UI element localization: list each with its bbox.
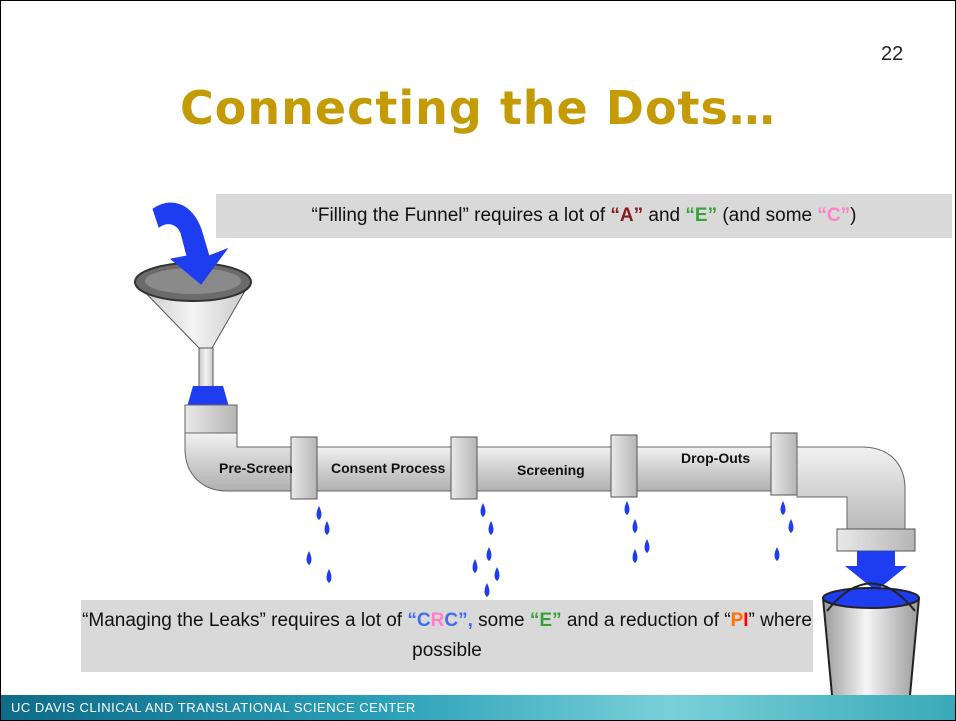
pipe-couplings	[290, 432, 798, 500]
slide-title: Connecting the Dots…	[180, 81, 776, 135]
leaks-caption-quote-open: “	[407, 610, 417, 631]
leaks-caption-text: “Managing the Leaks” requires a lot of	[82, 610, 408, 631]
leaks-caption-some: some	[472, 610, 530, 631]
leak-drops	[306, 501, 794, 597]
stage-label-screening: Screening	[517, 462, 585, 478]
pour-arrow-icon	[152, 202, 229, 285]
leak-drop-group-3	[624, 501, 650, 563]
outflow-arrow-icon	[845, 551, 907, 591]
leak-drop-group-1	[306, 506, 332, 583]
leaks-caption-end: ” where possible	[412, 610, 812, 661]
leaks-caption: “Managing the Leaks” requires a lot of “…	[81, 600, 813, 672]
leak-drop-group-4	[774, 501, 794, 561]
leaks-caption-e: “E”	[529, 610, 562, 631]
leak-drop-group-2	[472, 503, 500, 597]
stage-label-pre-screen: Pre-Screen	[219, 460, 293, 476]
leaks-caption-c2: C	[444, 610, 459, 631]
stage-label-drop-outs: Drop-Outs	[681, 450, 750, 466]
leaks-caption-c1: C	[416, 610, 431, 631]
pipe-body	[290, 446, 832, 492]
funnel-icon	[134, 262, 252, 389]
page-number: 22	[881, 43, 904, 65]
stage-label-consent-process: Consent Process	[331, 460, 446, 476]
funnel-caption-a: “A”	[610, 205, 644, 226]
funnel-caption: “Filling the Funnel” requires a lot of “…	[216, 194, 952, 238]
funnel-caption-and: and	[643, 205, 686, 226]
funnel-caption-text: “Filling the Funnel” requires a lot of	[311, 205, 611, 226]
leaks-caption-l: I	[743, 610, 749, 631]
funnel-caption-c: “C”	[817, 205, 851, 226]
leaks-caption-r: R	[430, 610, 445, 631]
pipe-elbow-right	[796, 446, 916, 552]
footer-bar: UC DAVIS CLINICAL AND TRANSLATIONAL SCIE…	[1, 695, 955, 720]
leaks-caption-reduction: and a reduction of “	[561, 610, 731, 631]
funnel-caption-some: (and some	[717, 205, 818, 226]
leaks-caption-p: P	[730, 610, 744, 631]
pipe-elbow-left	[184, 404, 292, 492]
funnel-caption-e: “E”	[685, 205, 718, 226]
footer-text: UC DAVIS CLINICAL AND TRANSLATIONAL SCIE…	[11, 700, 416, 715]
leaks-caption-quote-close: ”,	[458, 610, 473, 631]
water-connector	[187, 386, 229, 407]
bucket-icon	[821, 582, 921, 707]
funnel-caption-close: )	[850, 205, 857, 226]
